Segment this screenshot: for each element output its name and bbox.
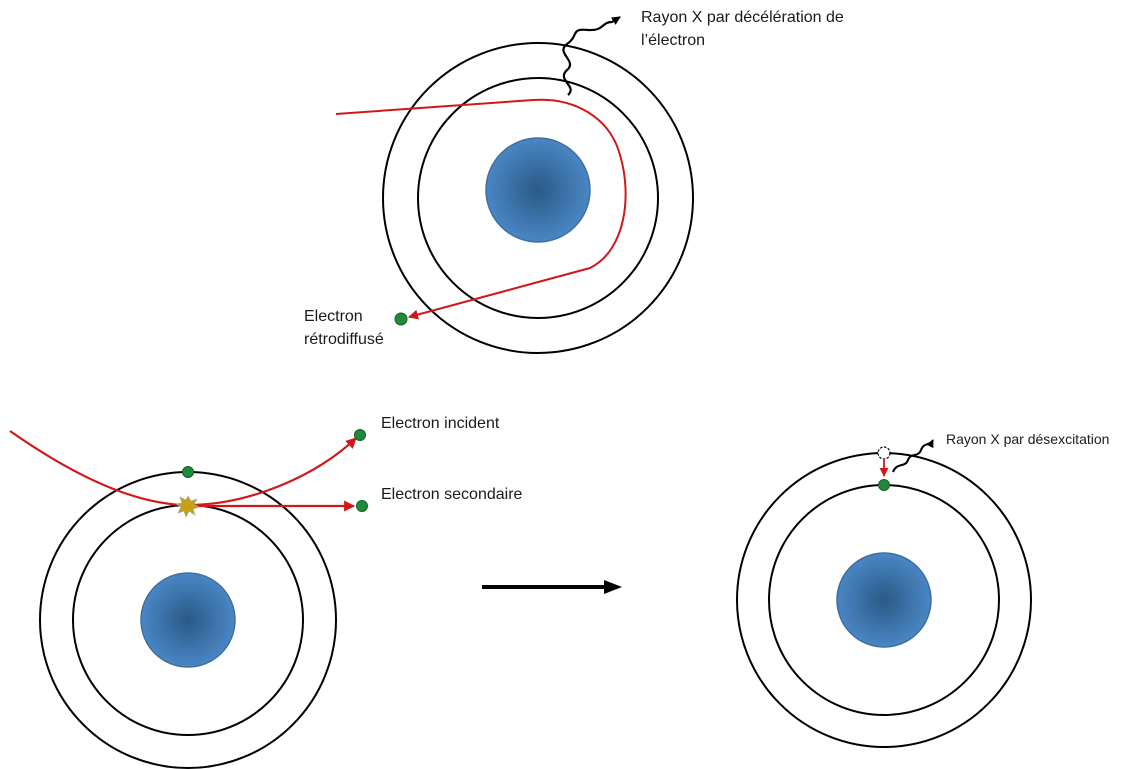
atom-ionization: Electron incident Electron secondaire bbox=[9, 415, 523, 769]
outer-orbit bbox=[382, 42, 694, 354]
inner-orbit bbox=[417, 77, 659, 319]
arrow-right-icon bbox=[482, 580, 622, 594]
bremsstrahlung-label-line2: l’électron bbox=[641, 32, 705, 49]
atom-deexcitation: Rayon X par désexcitation bbox=[736, 431, 1109, 748]
bremsstrahlung-xray-wave bbox=[562, 16, 621, 96]
collision-star-icon bbox=[175, 495, 200, 518]
nucleus bbox=[836, 552, 932, 648]
deexcitation-label: Rayon X par désexcitation bbox=[946, 431, 1109, 447]
incident-label: Electron incident bbox=[381, 415, 500, 432]
nucleus bbox=[140, 572, 236, 668]
secondary-label: Electron secondaire bbox=[381, 486, 523, 503]
secondary-electron bbox=[356, 500, 368, 512]
backscattered-electron bbox=[394, 312, 408, 326]
incident-electron-path bbox=[9, 430, 357, 507]
bremsstrahlung-label-line1: Rayon X par décélération de bbox=[641, 9, 844, 26]
outer-shell-electron bbox=[182, 466, 194, 478]
backscattered-label-line2: rétrodiffusé bbox=[304, 331, 384, 348]
deexcitation-xray-wave bbox=[892, 439, 934, 473]
incident-electron bbox=[354, 429, 366, 441]
atom-backscatter: Rayon X par décélération de l’électron E… bbox=[304, 9, 844, 354]
vacancy-hole-icon bbox=[877, 446, 891, 460]
backscattered-electron-path bbox=[335, 98, 627, 320]
inner-shell-electron bbox=[878, 479, 890, 491]
nucleus bbox=[485, 137, 591, 243]
backscattered-label-line1: Electron bbox=[304, 308, 363, 325]
